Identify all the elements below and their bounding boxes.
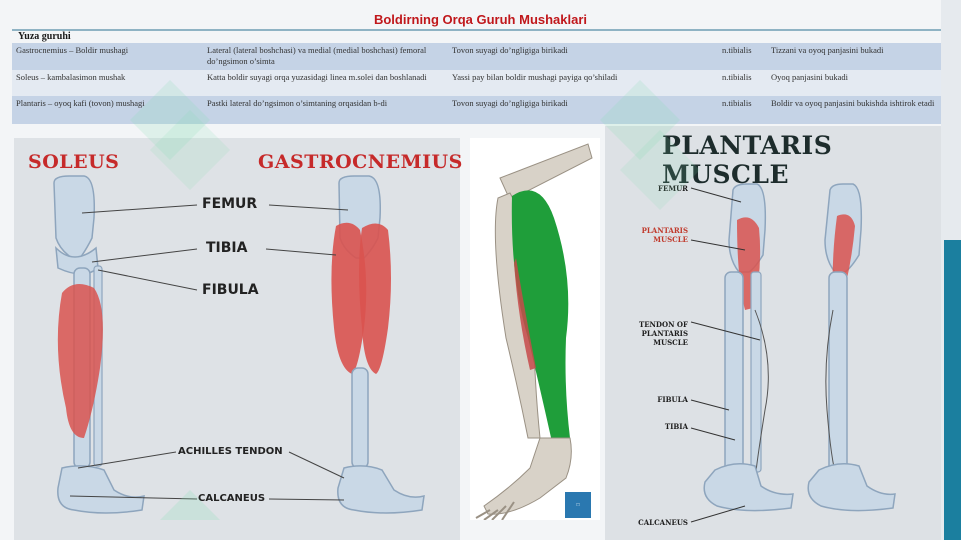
blue-accent-bar [944,240,961,540]
leg-illustration-right [690,183,896,523]
muscle-nerve: n.tibialis [722,72,752,82]
muscle-function: Tizzani va oyoq panjasini bukadi [771,45,884,55]
plantaris-muscle-label-line1: PLANTARIS [641,226,688,235]
table-heading: Yuza guruhi [18,31,71,42]
kenhub-logo-icon: □ [565,492,591,518]
muscle-table: Yuza guruhi Gastrocnemius – Boldir musha… [12,31,949,127]
achilles-tendon-label: ACHILLES TENDON [178,446,283,457]
muscle-function: Oyoq panjasini bukadi [771,72,848,82]
leg-illustration-middle [475,143,593,520]
plantaris-calcaneus-label: CALCANEUS [638,518,688,527]
muscle-function: Boldir va oyoq panjasini bukishda ishtir… [771,98,935,108]
muscle-origin: Katta boldir suyagi orqa yuzasidagi line… [207,72,427,82]
title-divider [12,29,949,31]
gastrocnemius-label: GASTROCNEMIUS [258,151,463,173]
leg-illustration-left [53,175,425,514]
tendon-label-line1: TENDON OF [638,320,688,329]
tendon-label-line3: MUSCLE [653,338,688,347]
plantaris-femur-label: FEMUR [658,184,688,193]
table-row: Gastrocnemius – Boldir mushagi Lateral (… [12,43,949,70]
tendon-label-line2: PLANTARIS [641,329,688,338]
plantaris-muscle-label-line2: MUSCLE [653,235,688,244]
plantaris-figure [605,126,941,540]
muscle-name: Gastrocnemius – Boldir mushagi [16,45,129,55]
muscle-insertion: Tovon suyagi do’ngligiga birikadi [452,98,568,108]
calcaneus-label: CALCANEUS [198,493,266,504]
plantaris-fibula-label: FIBULA [657,395,688,404]
plantaris-title: PLANTARIS MUSCLE [662,131,833,189]
muscle-insertion: Tovon suyagi do’ngligiga birikadi [452,45,568,55]
muscle-name: Soleus – kambalasimon mushak [16,72,126,82]
table-row: Soleus – kambalasimon mushak Katta boldi… [12,70,949,96]
muscle-origin: Lateral (lateral boshchasi) va medial (m… [207,45,427,66]
tendon-of-plantaris-label: TENDON OF PLANTARIS MUSCLE [628,320,688,347]
muscle-nerve: n.tibialis [722,98,752,108]
femur-label: FEMUR [202,196,258,212]
plantaris-muscle-label: PLANTARIS MUSCLE [630,226,688,244]
muscle-origin: Pastki lateral do’ngsimon o’simtaning or… [207,98,388,108]
tibia-label: TIBIA [206,240,248,256]
table-row: Plantaris – oyoq kafi (tovon) mushagi Pa… [12,96,949,124]
plantaris-tibia-label: TIBIA [664,422,688,431]
muscle-insertion: Yassi pay bilan boldir mushagi payiga qo… [452,72,618,82]
muscle-name: Plantaris – oyoq kafi (tovon) mushagi [16,98,145,108]
soleus-label: SOLEUS [28,151,120,173]
slide-title: Boldirning Orqa Guruh Mushaklari [373,12,588,27]
fibula-label: FIBULA [202,282,259,298]
muscle-nerve: n.tibialis [722,45,752,55]
